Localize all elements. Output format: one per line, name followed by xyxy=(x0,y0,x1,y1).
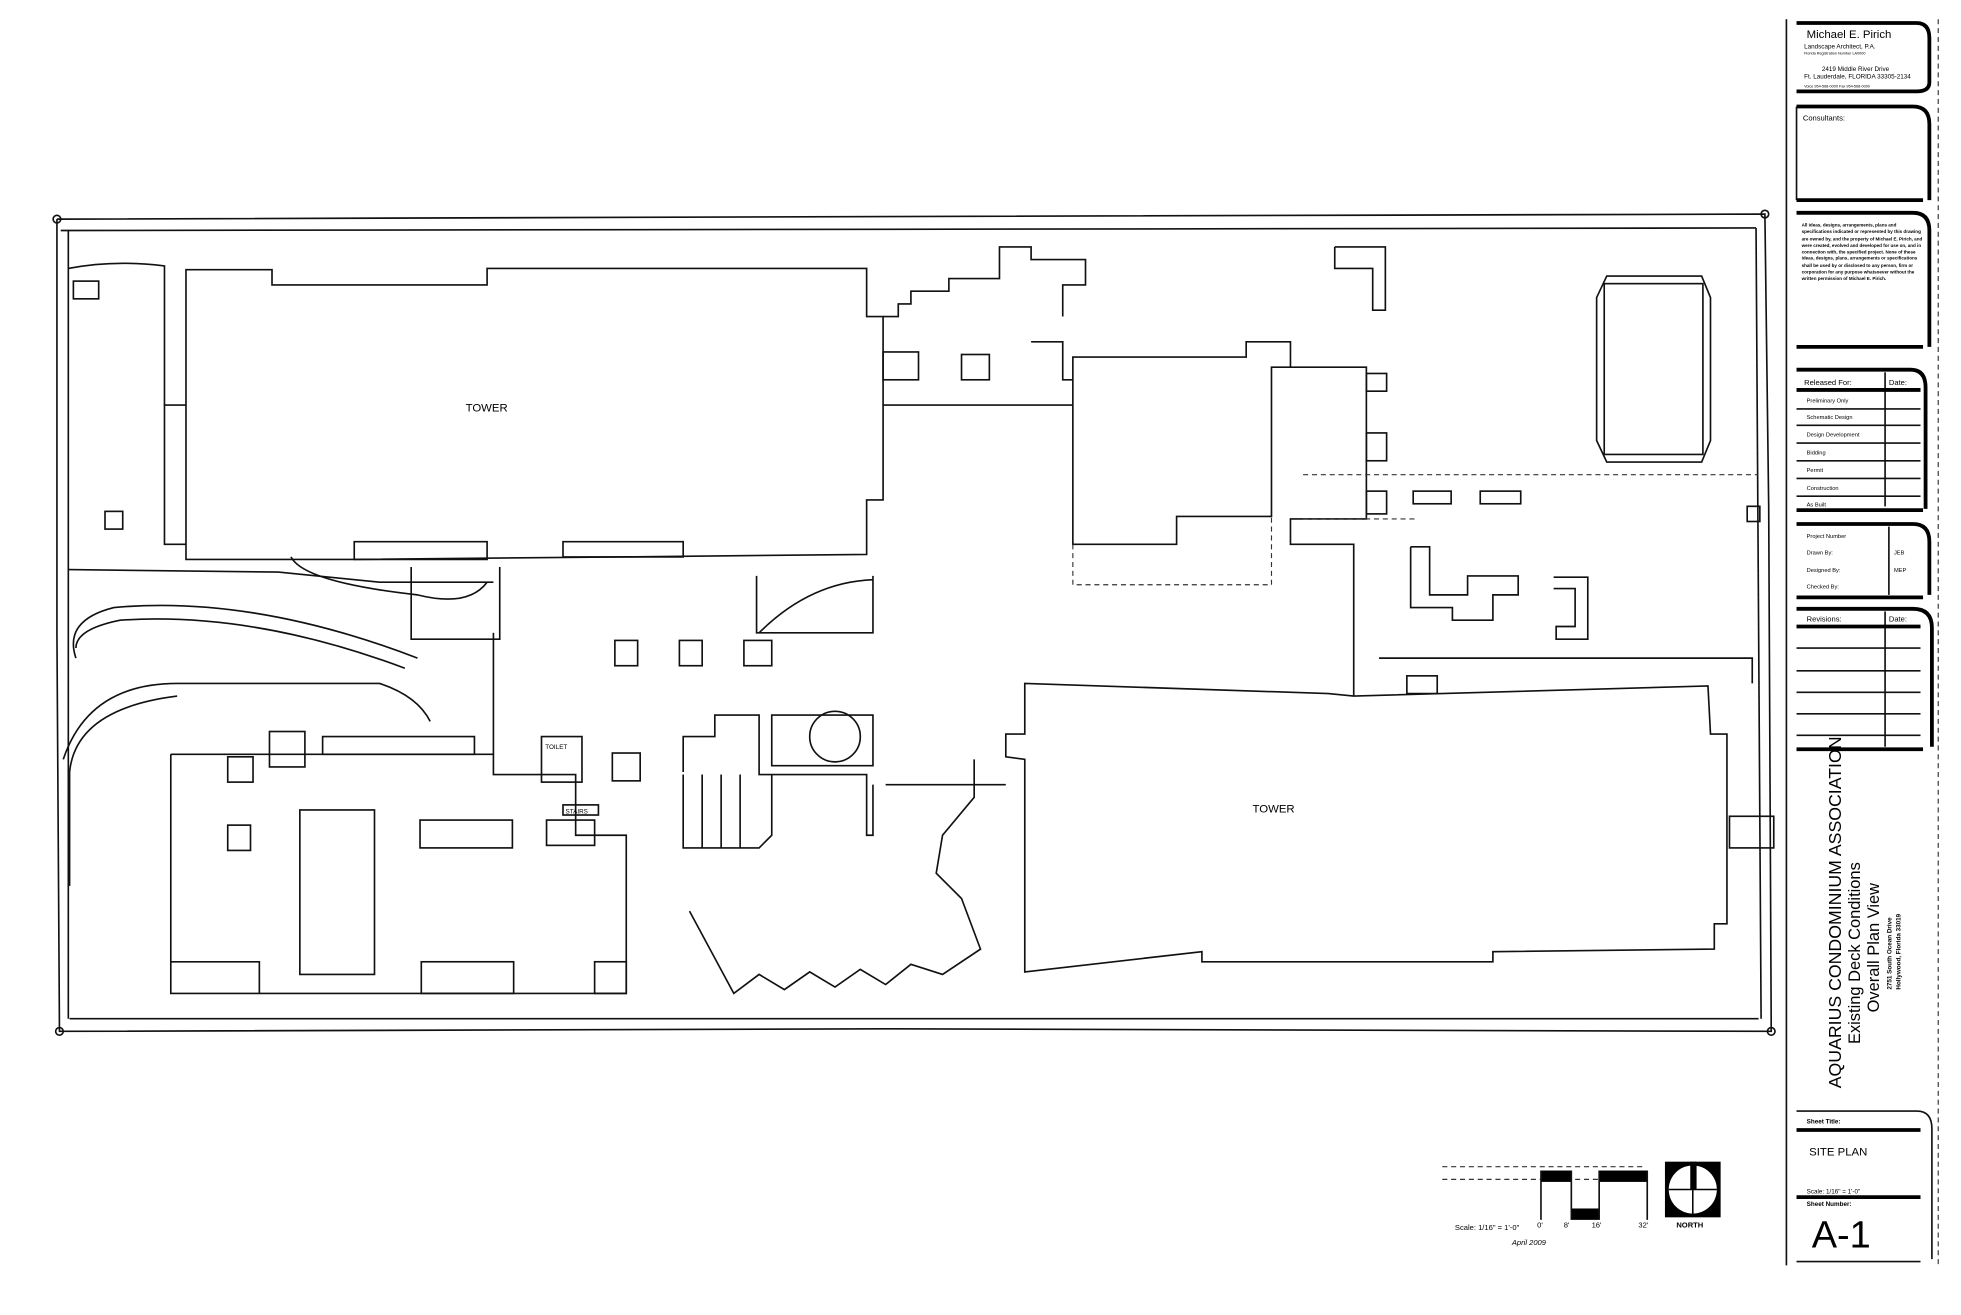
revisions-date-header: Date: xyxy=(1889,614,1907,623)
driveway xyxy=(62,262,874,886)
central-deck xyxy=(882,246,1761,697)
firm-address2: Ft. Lauderdale, FLORIDA 33305-2134 xyxy=(1804,74,1911,81)
released-item-construction[interactable]: Construction xyxy=(1807,486,1839,492)
project-title: AQUARIUS CONDOMINIUM ASSOCIATION Existin… xyxy=(1825,736,1902,1088)
project-subtitle: Existing Deck Conditions xyxy=(1846,862,1864,1044)
released-for-list: Preliminary Only Schematic Design Design… xyxy=(1796,388,1921,508)
stairs-label: STAIRS xyxy=(566,809,588,816)
designed-by-value: MEP xyxy=(1894,568,1907,574)
released-item-design-development[interactable]: Design Development xyxy=(1807,433,1860,439)
client-name: AQUARIUS CONDOMINIUM ASSOCIATION xyxy=(1825,736,1845,1088)
title-block: Michael E. Pirich Landscape Architect, P… xyxy=(1785,19,1939,1266)
firm-name: Michael E. Pirich xyxy=(1807,29,1892,41)
checked-by-label: Checked By: xyxy=(1807,585,1840,591)
project-address1: 2751 South Ocean Drive xyxy=(1886,917,1893,990)
sheet-number-label: Sheet Number: xyxy=(1807,1201,1852,1208)
tower-label: TOWER xyxy=(1253,803,1295,815)
firm-title: Landscape Architect, P.A. xyxy=(1804,43,1876,50)
north-label: NORTH xyxy=(1676,1220,1703,1229)
drawn-by-value: JEB xyxy=(1894,550,1905,556)
released-item-bidding[interactable]: Bidding xyxy=(1807,450,1826,456)
property-boundary xyxy=(52,209,1776,1036)
toilet-label: TOILET xyxy=(545,744,567,751)
project-address2: Hollywood, Florida 33019 xyxy=(1895,913,1902,989)
scale-bar: Scale: 1/16" = 1'-0" 0' 8' 16' 32' April… xyxy=(1442,1166,1649,1247)
released-date-header: Date: xyxy=(1889,378,1907,387)
revisions-header: Revisions: xyxy=(1807,614,1842,623)
drawing-date: April 2009 xyxy=(1511,1238,1547,1247)
revisions-table xyxy=(1796,624,1921,737)
designed-by-label: Designed By: xyxy=(1807,568,1841,574)
scale-tick: 8' xyxy=(1564,1220,1570,1229)
project-number-label: Project Number xyxy=(1807,534,1847,540)
released-item-preliminary[interactable]: Preliminary Only xyxy=(1807,399,1849,405)
scale-label: Scale: 1/16" = 1'-0" xyxy=(1455,1223,1520,1232)
released-item-as-built[interactable]: As Built xyxy=(1807,502,1827,508)
scale-tick: 0' xyxy=(1537,1220,1543,1229)
drawn-by-label: Drawn By: xyxy=(1807,550,1834,556)
firm-registration: Florida Registration Number LA0000 xyxy=(1804,52,1865,56)
consultants-label: Consultants: xyxy=(1803,113,1845,122)
released-item-schematic[interactable]: Schematic Design xyxy=(1807,415,1853,421)
tower-north: TOWER xyxy=(163,267,884,561)
sheet-title: SITE PLAN xyxy=(1809,1146,1867,1158)
sheet-scale: Scale: 1/16" = 1'-0" xyxy=(1807,1188,1861,1195)
firm-address1: 2419 Middle River Drive xyxy=(1822,66,1890,73)
north-arrow-icon: NORTH xyxy=(1664,1161,1721,1229)
firm-phone: Voice 954-568-0000 Fax 954-568-0000 xyxy=(1804,85,1870,89)
sheet-number: A-1 xyxy=(1812,1215,1871,1257)
scale-tick: 16' xyxy=(1592,1220,1602,1229)
pool-deck: TOILET STAIRS xyxy=(169,632,1006,995)
tower-south: TOWER xyxy=(1004,682,1775,973)
scale-tick: 32' xyxy=(1638,1220,1648,1229)
released-for-header: Released For: xyxy=(1804,378,1852,387)
released-item-permit[interactable]: Permit xyxy=(1807,468,1824,474)
project-view: Overall Plan View xyxy=(1865,883,1883,1013)
sheet-title-label: Sheet Title: xyxy=(1807,1119,1841,1126)
tower-label: TOWER xyxy=(466,402,508,414)
copyright-notice: All ideas, designs, arrangements, plans … xyxy=(1801,222,1923,282)
